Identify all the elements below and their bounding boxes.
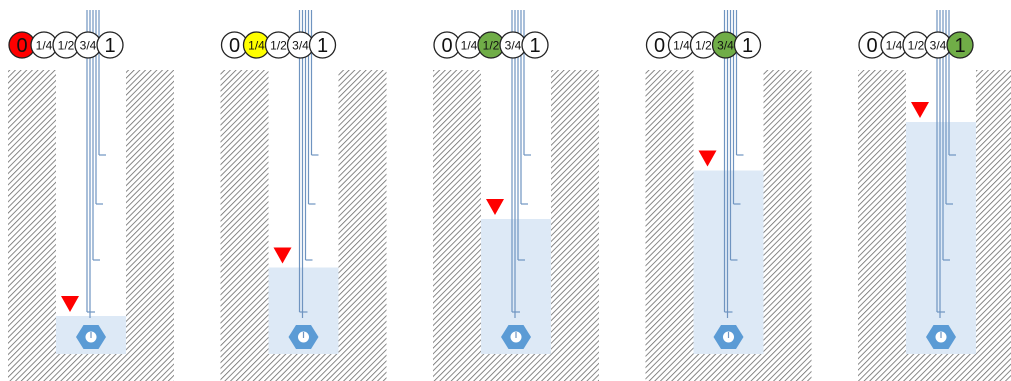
level-indicator-label: 1/2 [908,39,925,53]
level-indicator-circle [96,31,124,59]
level-indicator-circle [308,31,337,59]
level-indicator-label: 0 [866,35,877,57]
level-indicator-label: 0 [654,35,665,57]
level-indicator-label: 3/4 [80,39,97,53]
level-indicator-label: 3/4 [292,39,309,53]
level-indicator-label: 0 [229,35,240,57]
sensor-panel: 0 1/4 1/2 3/4 1 [220,10,387,381]
water-level-marker-icon [486,199,504,215]
water-level-marker-icon [273,247,292,264]
level-indicator-label: 1/2 [695,39,712,53]
sensor-panel: 0 1/4 1/2 3/4 1 [8,10,174,381]
level-indicator-label: 1 [742,35,753,57]
level-indicator-label: 3/4 [930,39,947,53]
level-indicator-circle [946,31,974,59]
level-indicator-label: 3/4 [505,39,522,53]
sensor-panel: 0 1/4 1/2 3/4 1 [645,10,812,381]
level-indicator-circle [521,31,549,59]
water-fill [693,170,764,354]
left-wall [220,70,269,381]
bottom-wall [693,354,764,381]
left-wall [433,70,481,381]
bottom-wall [481,354,551,381]
left-wall [858,70,906,381]
water-level-marker-icon [61,296,79,312]
right-wall [551,70,599,381]
bottom-wall [56,354,126,381]
water-level-marker-icon [698,150,717,167]
level-indicator-circle [733,31,762,59]
level-indicator-label: 1 [317,35,328,57]
bottom-wall [268,354,339,381]
level-indicator-label: 1/4 [36,39,53,53]
level-indicator-label: 1/2 [483,39,500,53]
right-wall [763,70,812,381]
level-indicator-label: 0 [16,35,27,57]
level-indicator-label: 1/2 [58,39,75,53]
right-wall [976,70,1011,381]
water-fill [906,122,976,354]
sensor-panel: 0 1/4 1/2 3/4 1 [858,10,1011,381]
left-wall [8,70,56,381]
sensor-panel: 0 1/4 1/2 3/4 1 [433,10,599,381]
level-indicator-label: 3/4 [717,39,734,53]
level-indicator-label: 1/4 [248,39,265,53]
level-indicator-label: 1/4 [461,39,478,53]
bottom-wall [906,354,976,381]
level-indicator-label: 1/4 [673,39,690,53]
left-wall [645,70,694,381]
water-level-marker-icon [911,102,929,118]
right-wall [126,70,174,381]
level-indicator-label: 1/4 [886,39,903,53]
level-indicator-label: 1/2 [270,39,287,53]
level-indicator-label: 1 [954,35,965,57]
level-indicator-label: 0 [441,35,452,57]
right-wall [338,70,387,381]
level-indicator-label: 1 [529,35,540,57]
level-indicator-label: 1 [104,35,115,57]
